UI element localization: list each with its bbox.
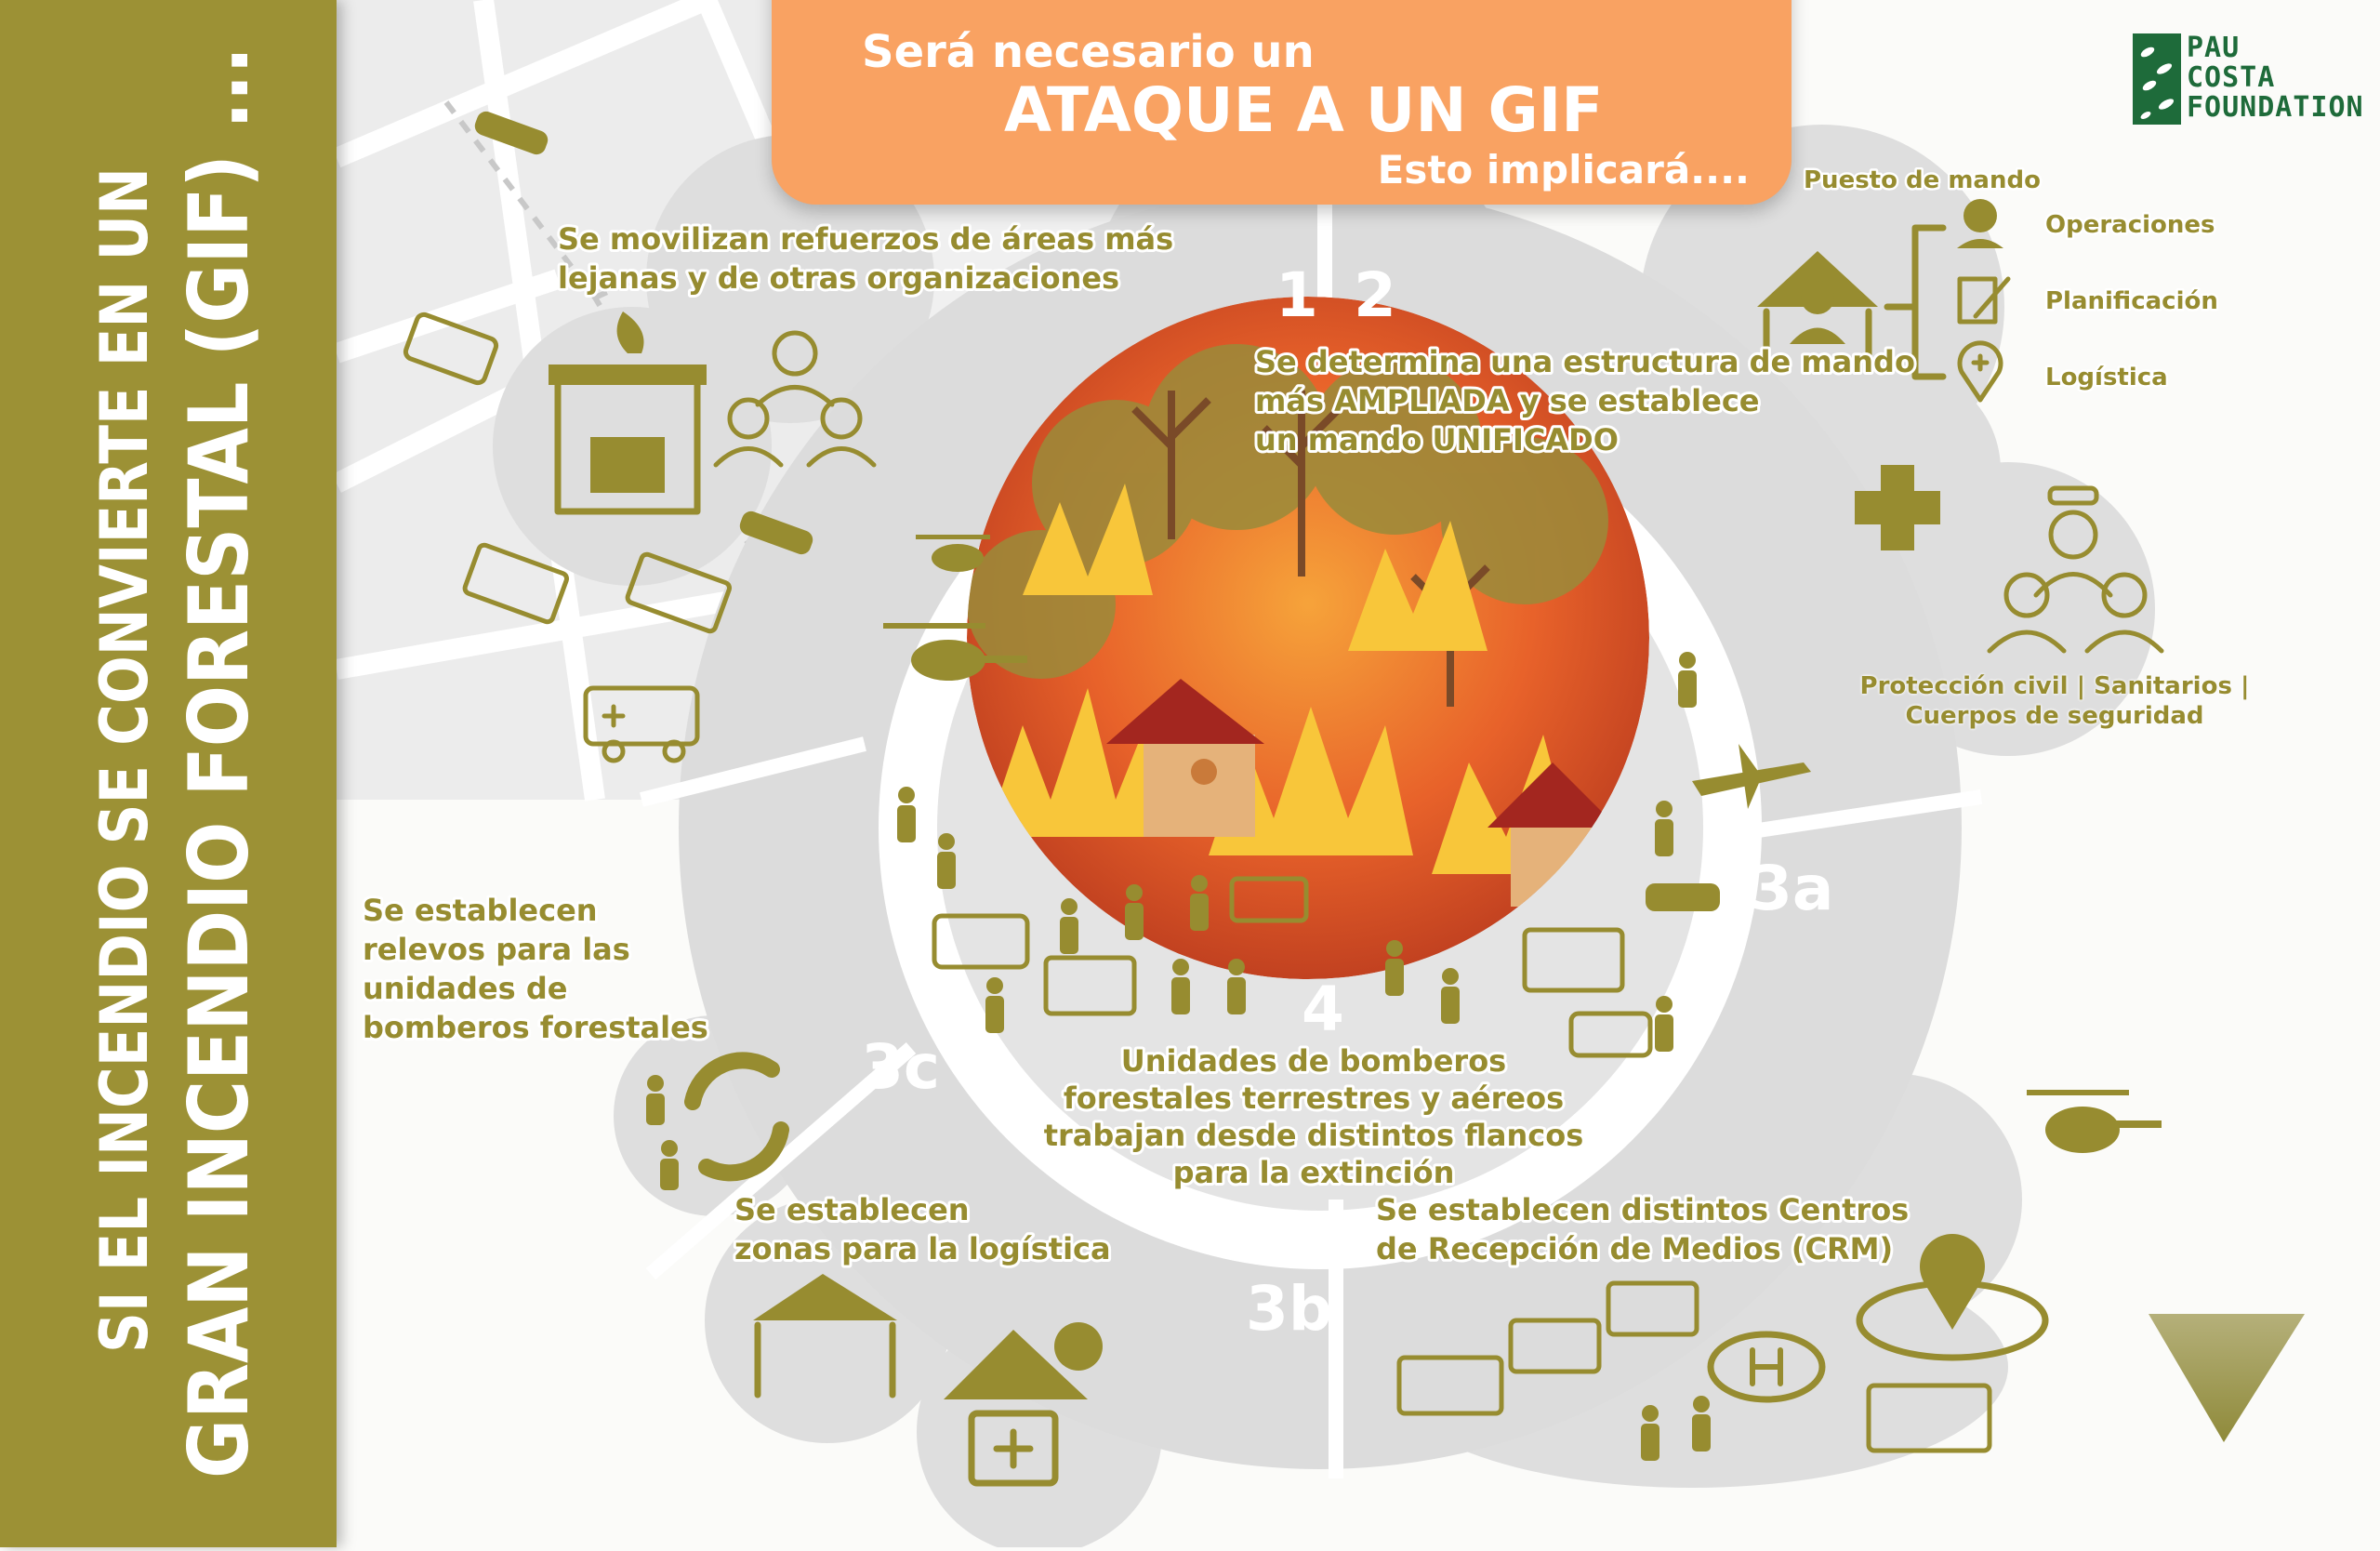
ambulance-icon xyxy=(583,685,700,763)
firefighter-icon xyxy=(1190,875,1209,931)
logo-line2: COSTA xyxy=(2187,61,2276,94)
step-4-line: para la extinción xyxy=(1173,1155,1455,1190)
pau-costa-foundation-logo: PAU COSTA FOUNDATION xyxy=(2133,33,2365,126)
header-banner: Será necesario un ATAQUE A UN GIF Esto i… xyxy=(772,0,1792,205)
logo-line3: FOUNDATION xyxy=(2187,91,2364,124)
heliport-icon xyxy=(1707,1331,1826,1403)
divider-3c-1 xyxy=(640,736,866,807)
logo-mark-icon xyxy=(2133,33,2181,125)
firefighter-icon xyxy=(985,977,1004,1033)
step-number-3b: 3b xyxy=(1246,1273,1332,1345)
step-1-text: Se movilizan refuerzos de áreas más leja… xyxy=(555,219,1176,298)
burning-house-icon xyxy=(1106,679,1264,837)
ambulance-icon xyxy=(932,913,1653,1058)
planning-document-icon xyxy=(1957,276,2011,325)
next-arrow-triangle[interactable] xyxy=(2149,1314,2305,1442)
step-3c-line: relevos para las xyxy=(363,932,630,967)
step-2-line: más AMPLIADA y se establece xyxy=(1255,383,1760,418)
organizations-label: Protección civil | Sanitarios | Cuerpos … xyxy=(1859,672,2250,730)
firefighter-icon xyxy=(1641,1396,1711,1461)
operations-officer-icon xyxy=(1957,199,2003,248)
firefighter-icon xyxy=(1227,959,1246,1014)
banner-line3: Esto implicará.... xyxy=(1377,147,1750,192)
command-item-planning: Planificación xyxy=(2045,287,2218,315)
responders-group-icon xyxy=(713,330,877,468)
divider-3b-3c xyxy=(645,1041,917,1280)
police-car-icon xyxy=(474,111,813,555)
step-3b-text: Se establecen zonas para la logística xyxy=(732,1189,1114,1269)
step-number-3c: 3c xyxy=(861,1031,940,1103)
banner-line1: Será necesario un xyxy=(862,26,1315,78)
step-2-line: un mando UNIFICADO xyxy=(1255,422,1619,457)
step-3c-line: unidades de xyxy=(363,971,567,1006)
helicopter-icon xyxy=(2027,1090,2162,1153)
step-number-4: 4 xyxy=(1302,974,1344,1045)
step-2-text: Se determina una estructura de mando más… xyxy=(1252,341,1918,460)
rotation-arrows-icon xyxy=(684,1052,789,1182)
command-item-operations: Operaciones xyxy=(2045,211,2215,239)
step-4-line: forestales terrestres y aéreos xyxy=(1064,1080,1564,1116)
firefighter-icon xyxy=(1385,940,1404,996)
step-number-1: 1 xyxy=(1276,259,1318,331)
step-3c-line: Se establecen xyxy=(363,893,598,928)
step-3c-line: bomberos forestales xyxy=(363,1010,708,1045)
sidebar-title-panel: SI EL INCENDIO SE CONVIERTE EN UN GRAN I… xyxy=(0,0,337,1547)
step-3a-text: Se establecen distintos Centros de Recep… xyxy=(1373,1189,1911,1269)
step-4-line: Unidades de bomberos xyxy=(1121,1043,1506,1079)
step-1-line: Se movilizan refuerzos de áreas más xyxy=(558,221,1173,257)
step-number-2: 2 xyxy=(1354,259,1396,331)
firefighter-icon xyxy=(1171,959,1190,1014)
fire-truck-icon xyxy=(625,551,733,634)
helicopter-icon xyxy=(883,535,1027,681)
logo-line1: PAU xyxy=(2187,32,2241,64)
step-3b-line: Se establecen xyxy=(734,1192,970,1227)
firefighter-icon xyxy=(646,1075,665,1125)
medical-cross-icon xyxy=(1855,465,1940,550)
first-aid-tent-icon xyxy=(944,1322,1103,1487)
step-3a-line: Se establecen distintos Centros xyxy=(1376,1192,1909,1227)
command-item-logistics: Logística xyxy=(2045,364,2168,391)
sidebar-title: SI EL INCENDIO SE CONVIERTE EN UN GRAN I… xyxy=(86,46,267,1478)
location-pin-icon xyxy=(1856,1233,2049,1361)
ambulance-icon xyxy=(403,312,499,386)
fire-truck-icon xyxy=(462,542,570,625)
firefighter-icon xyxy=(1125,884,1144,940)
firefighter-icon xyxy=(937,833,956,889)
firefighter-icon xyxy=(897,787,916,842)
fire-truck-icon xyxy=(1396,1280,1992,1453)
step-3b-line: zonas para la logística xyxy=(734,1231,1111,1266)
command-post: Puesto de mando Operaciones Planificació… xyxy=(1802,165,2221,394)
step-4-text: Unidades de bomberos forestales terrestr… xyxy=(1041,1041,1587,1193)
police-car-icon xyxy=(1646,883,1720,911)
rest-tent-icon xyxy=(753,1274,897,1399)
forest-fire-illustration xyxy=(967,297,1649,979)
divider-2-3a xyxy=(1744,789,1983,840)
step-2-line: Se determina una estructura de mando xyxy=(1255,344,1915,379)
sidebar-title-line2: GRAN INCENDIO FORESTAL (GIF) ... xyxy=(171,46,267,1478)
step-1-line: lejanas y de otras organizaciones xyxy=(558,260,1119,296)
firefighter-crew xyxy=(897,652,1697,1052)
sidebar-title-line1: SI EL INCENDIO SE CONVIERTE EN UN xyxy=(86,167,163,1353)
firefighter-icon xyxy=(1441,968,1460,1024)
step-number-3a: 3a xyxy=(1750,853,1833,924)
banner-title: ATAQUE A UN GIF xyxy=(1004,74,1604,146)
people-group-icon xyxy=(1987,485,2164,654)
step-numbers: 1 2 3a 3b 3c 4 xyxy=(861,259,1833,1345)
step-4-line: trabajan desde distintos flancos xyxy=(1044,1118,1584,1153)
fire-truck-icon xyxy=(1043,876,1625,1016)
firefighter-icon xyxy=(660,1140,679,1190)
firefighter-icon xyxy=(1655,996,1673,1052)
command-post-title: Puesto de mando xyxy=(1804,166,2041,194)
airplane-icon xyxy=(1692,744,1811,809)
logistics-pin-icon xyxy=(1957,340,2003,403)
command-bracket xyxy=(1884,224,1947,380)
step-3a-line: de Recepción de Medios (CRM) xyxy=(1376,1231,1893,1266)
firefighter-icon xyxy=(1678,652,1697,708)
step-3c-text: Se establecen relevos para las unidades … xyxy=(360,890,711,1048)
fire-station-icon xyxy=(549,312,707,515)
firefighter-icon xyxy=(1655,801,1673,856)
command-house-icon xyxy=(1757,251,1878,362)
firefighter-icon xyxy=(1060,898,1078,954)
